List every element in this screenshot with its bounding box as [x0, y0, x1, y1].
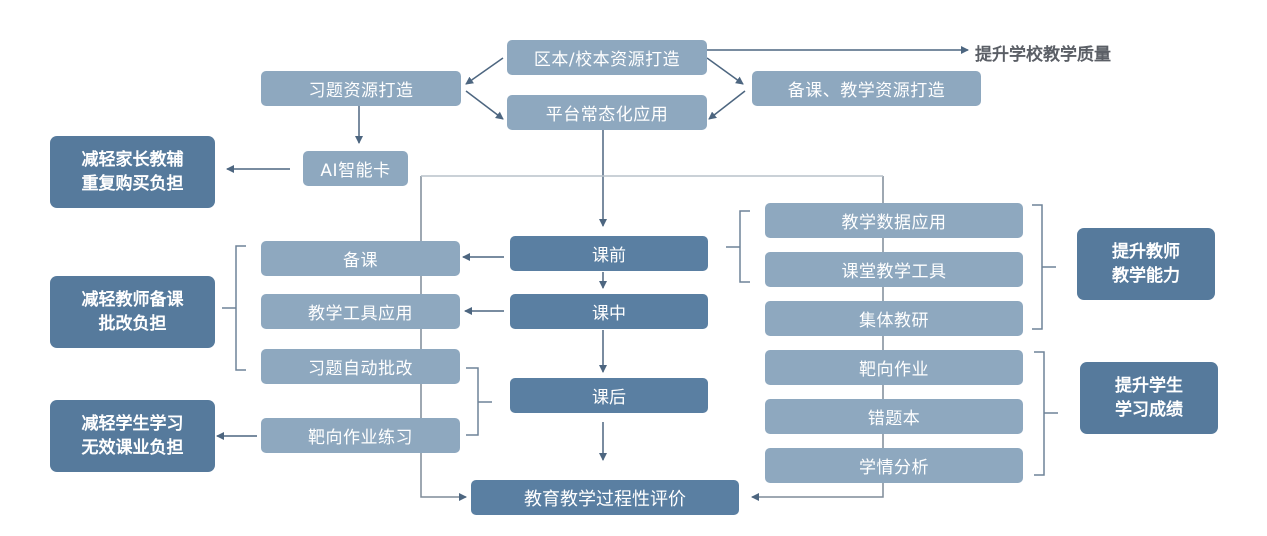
outcome-line: 减轻家长教辅: [81, 150, 184, 170]
box-label: 教学数据应用: [841, 213, 947, 233]
bracket-before-class-right: [726, 210, 750, 283]
arrow-district-to-lesson: [706, 57, 744, 85]
arrow-district-to-exercise: [465, 57, 504, 85]
bracket-after-class: [466, 367, 492, 436]
box-label: 学情分析: [859, 458, 929, 478]
box-label: 课前: [592, 246, 626, 266]
box-label: 教育教学过程性评价: [524, 488, 686, 510]
outcome-teacher-burden: 减轻教师备课 批改负担: [50, 276, 215, 348]
stage-before-class: 课前: [510, 236, 708, 271]
lesson-prep-box: 备课: [261, 241, 460, 276]
teaching-data-box: 教学数据应用: [765, 203, 1023, 238]
box-label: 习题自动批改: [308, 359, 413, 379]
ai-card-box: AI智能卡: [303, 151, 408, 186]
outcome-line: 减轻教师备课: [81, 290, 184, 310]
box-label: 习题资源打造: [308, 81, 414, 101]
outcome-student-burden: 减轻学生学习 无效课业负担: [50, 400, 215, 472]
process-evaluation-box: 教育教学过程性评价: [471, 480, 739, 515]
bracket-teacher-burden: [222, 245, 246, 371]
box-label: 课堂教学工具: [841, 262, 947, 282]
outcome-line: 学习成绩: [1115, 400, 1183, 420]
outcome-line: 重复购买负担: [81, 174, 184, 194]
box-label: 靶向作业练习: [308, 428, 413, 448]
arrow-loop-to-evaluation-left: [420, 176, 467, 501]
mistake-book-box: 错题本: [765, 399, 1023, 434]
box-label: 教学工具应用: [308, 304, 413, 324]
stage-after-class: 课后: [510, 378, 708, 413]
group-research-box: 集体教研: [765, 301, 1023, 336]
district-school-resources-box: 区本/校本资源打造: [507, 40, 707, 75]
box-label: 备课、教学资源打造: [787, 81, 946, 101]
arrow-lesson-to-platform: [708, 90, 746, 120]
outcome-line: 教学能力: [1112, 266, 1180, 286]
lesson-resources-box: 备课、教学资源打造: [752, 71, 981, 106]
outcome-line: 提升学生: [1115, 376, 1183, 396]
box-label: 课后: [592, 388, 626, 408]
box-label: 课中: [592, 304, 626, 324]
auto-grading-box: 习题自动批改: [261, 349, 460, 384]
outcome-line: 减轻学生学习: [81, 414, 184, 434]
outcome-line: 提升教师: [1112, 242, 1180, 262]
outcome-student-scores: 提升学生 学习成绩: [1080, 362, 1218, 434]
classroom-tools-box: 课堂教学工具: [765, 252, 1023, 287]
stage-during-class: 课中: [510, 294, 708, 329]
learning-analysis-box: 学情分析: [765, 448, 1023, 483]
box-label: 错题本: [867, 409, 921, 429]
targeted-homework-box: 靶向作业: [765, 350, 1023, 385]
platform-usage-box: 平台常态化应用: [507, 95, 707, 130]
bracket-student-scores: [1034, 351, 1058, 476]
box-label: 集体教研: [859, 311, 929, 331]
box-label: 备课: [343, 251, 378, 271]
targeted-practice-box: 靶向作业练习: [261, 418, 460, 453]
exercise-resources-box: 习题资源打造: [261, 71, 461, 106]
bracket-teacher-ability: [1032, 204, 1056, 330]
teaching-tools-box: 教学工具应用: [261, 294, 460, 329]
outcome-teacher-ability: 提升教师 教学能力: [1077, 228, 1215, 300]
outcome-parents-burden: 减轻家长教辅 重复购买负担: [50, 136, 215, 208]
outcome-line: 批改负担: [98, 314, 167, 334]
box-label: 区本/校本资源打造: [533, 50, 681, 70]
outcome-line: 无效课业负担: [81, 438, 184, 458]
box-label: 平台常态化应用: [545, 105, 669, 125]
arrow-exercise-to-platform: [465, 90, 504, 120]
box-label: 靶向作业: [859, 360, 929, 380]
box-label: AI智能卡: [320, 161, 391, 181]
school-quality-goal: 提升学校教学质量: [975, 45, 1111, 65]
